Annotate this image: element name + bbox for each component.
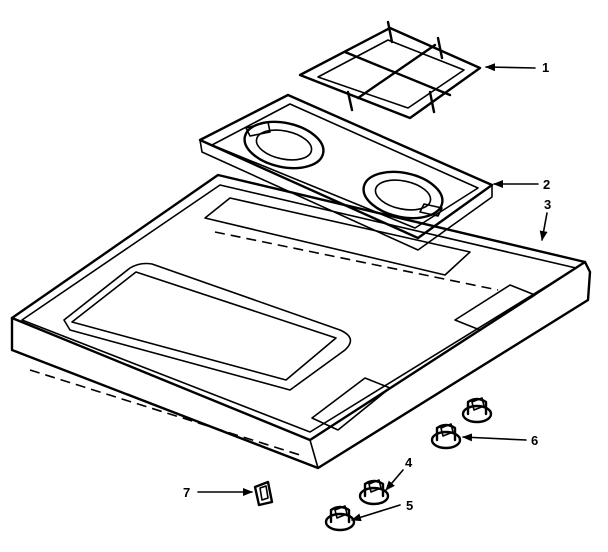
leader-arrow-3	[539, 212, 548, 241]
callout-5: 5	[406, 498, 413, 513]
burner-tray	[198, 93, 494, 251]
cooktop-main-top	[10, 173, 592, 470]
leader-arrow-5	[351, 504, 401, 522]
burner-grate	[298, 20, 482, 120]
leader-arrow-4	[385, 469, 404, 491]
callout-1: 1	[542, 60, 549, 75]
left-burner-opening	[63, 262, 352, 391]
knob-upper	[461, 397, 493, 424]
leader-lines	[197, 63, 548, 522]
control-knob-4	[358, 479, 390, 506]
callout-2: 2	[543, 177, 550, 192]
leader-arrow-6	[462, 433, 527, 442]
knob-lower	[430, 423, 462, 450]
control-knobs-pair	[430, 397, 493, 450]
callout-4: 4	[405, 455, 413, 470]
callout-6: 6	[531, 433, 538, 448]
control-panel-recesses	[311, 284, 536, 431]
callout-7: 7	[183, 485, 190, 500]
callout-labels: 1 2 3 4 5 6 7	[183, 60, 551, 513]
right-burner-opening	[204, 197, 471, 276]
clip-part	[253, 480, 274, 507]
control-knob-5	[324, 505, 356, 532]
callout-3: 3	[544, 197, 551, 212]
left-burner-ring	[243, 120, 325, 170]
right-burner-ring	[362, 170, 444, 220]
leader-arrow-1	[485, 63, 536, 72]
